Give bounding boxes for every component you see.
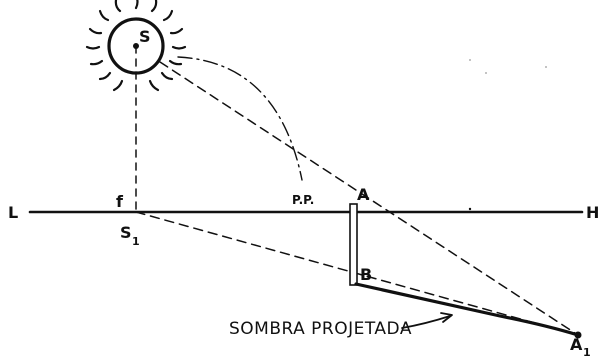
- stray-dot-3: [545, 66, 547, 68]
- sun-arc-dashdot: [177, 56, 303, 181]
- stray-dot-2: [485, 72, 487, 74]
- horizon-dot: [468, 207, 472, 211]
- stray-dot-1: [469, 59, 471, 61]
- sun-foot-subscript: 1: [132, 235, 140, 248]
- shadow-end-subscript: 1: [583, 346, 591, 359]
- pole-top-label: A: [357, 185, 370, 204]
- pole-body: [349, 203, 358, 286]
- cast-shadow: [354, 282, 580, 337]
- sun-foot-label: S: [120, 223, 132, 242]
- horizon-left-label: L: [8, 203, 18, 222]
- shadow-end-point: [574, 331, 582, 339]
- pole-base-label: B: [360, 265, 372, 284]
- caption-arrow: [401, 315, 451, 329]
- pole: [349, 203, 358, 286]
- sun-ray-dashed-line: [159, 61, 579, 336]
- caption-arrowhead: [440, 312, 453, 323]
- f-mark-label: f: [116, 192, 124, 211]
- horizon-right-label: H: [586, 203, 599, 222]
- shadow-end-label: A: [570, 335, 583, 354]
- sun: S: [85, 0, 187, 92]
- principal-point-label: P.P.: [292, 193, 314, 207]
- sun-rays: [85, 0, 187, 92]
- shadow-caption: SOMBRA PROJETADA: [229, 319, 412, 339]
- sun-label: S: [139, 27, 151, 46]
